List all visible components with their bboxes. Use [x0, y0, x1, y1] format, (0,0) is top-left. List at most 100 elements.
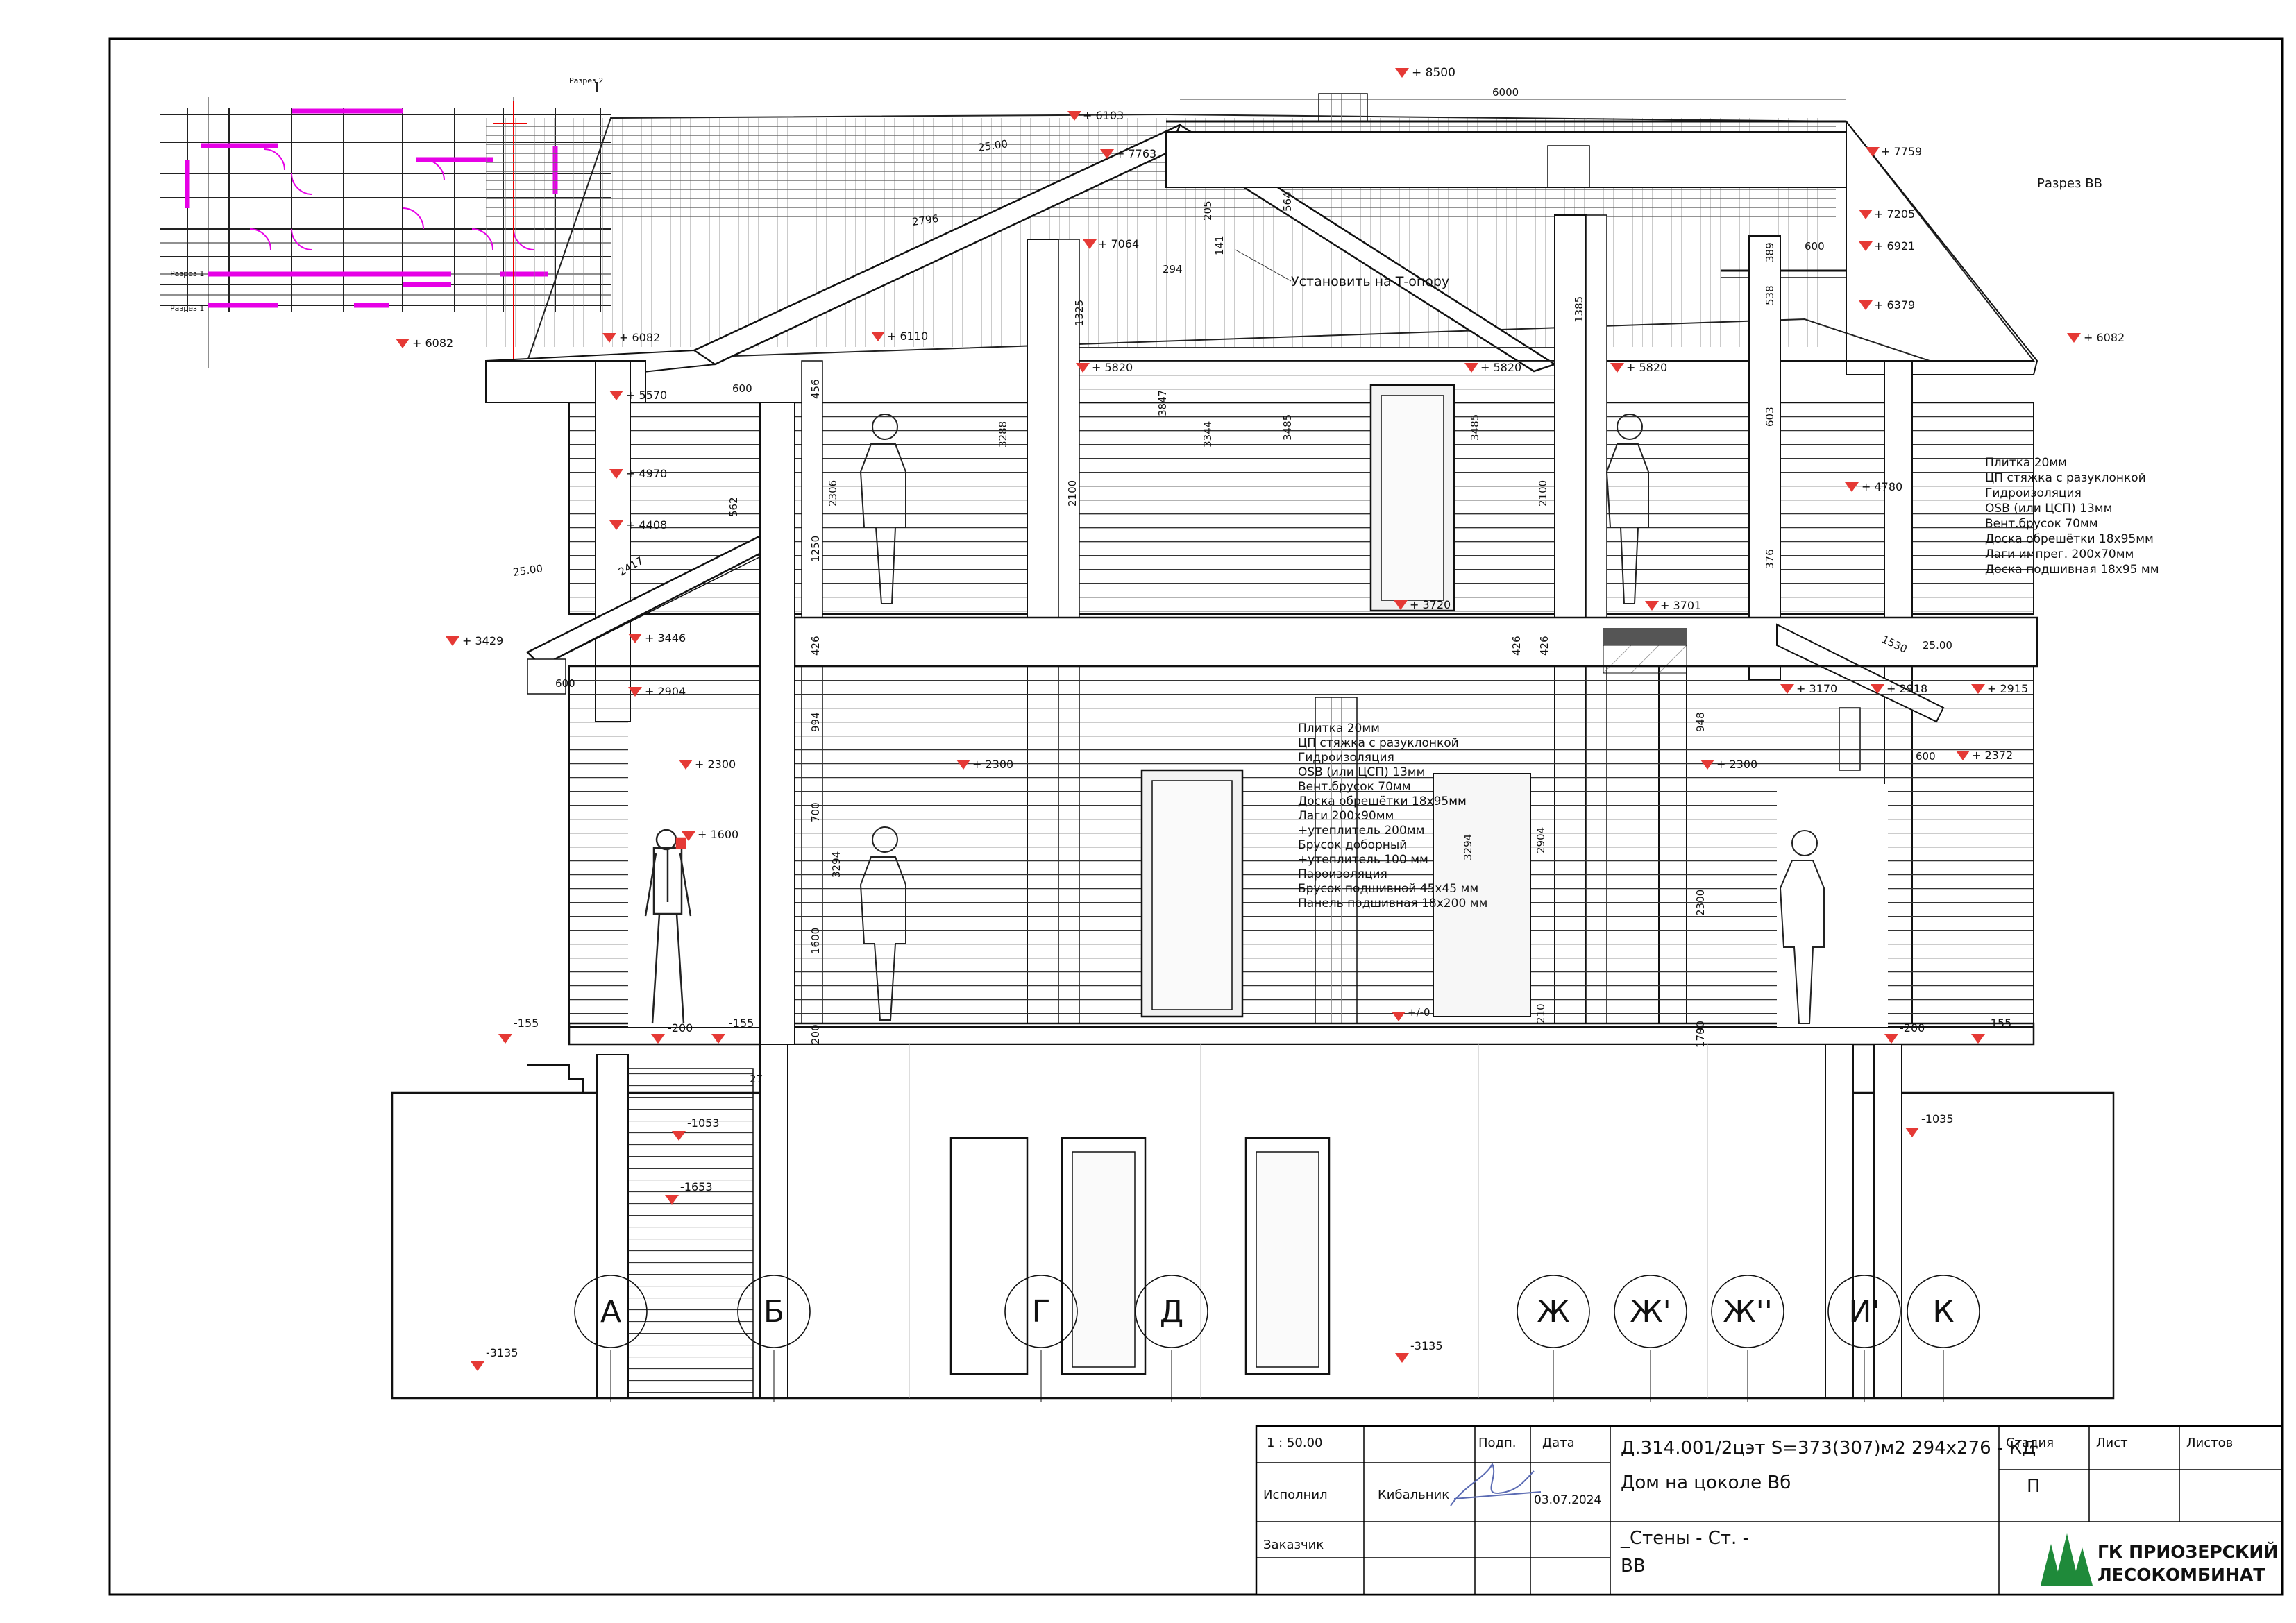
level-zero: +/-0	[1392, 1006, 1430, 1021]
tb-col-sheets: Листов	[2186, 1436, 2233, 1450]
svg-text:-1653: -1653	[680, 1180, 713, 1193]
dim-2796: 2796	[911, 212, 939, 228]
svg-text:+ 6110: + 6110	[887, 330, 928, 343]
svg-text:А: А	[600, 1294, 621, 1329]
layer-note-line: Гидроизоляция	[1298, 751, 1394, 765]
level-6082-right: + 6082	[2067, 331, 2125, 344]
level-5570: + 5570	[609, 389, 667, 402]
level-4408: + 4408	[609, 518, 667, 532]
svg-text:+ 5820: + 5820	[1480, 361, 1521, 374]
svg-text:+ 6082: + 6082	[619, 331, 660, 344]
level-6110: + 6110	[871, 330, 928, 343]
svg-text:+ 1600: + 1600	[698, 828, 738, 841]
person-figure-3	[859, 826, 906, 1021]
axis-bubble-i1: И'	[1827, 1275, 1901, 1402]
layer-note-line: ЦП стяжка с разуклонкой	[1298, 736, 1459, 750]
axis-bubble-zh2: Ж''	[1711, 1275, 1784, 1402]
ground-floor	[568, 402, 2035, 1069]
dim-2100-left: 2100	[1066, 480, 1079, 507]
svg-text:+ 2915: + 2915	[1987, 682, 2028, 695]
svg-text:+ 5820: + 5820	[1626, 361, 1667, 374]
dim-389: 389	[1764, 242, 1776, 262]
level-6103: + 6103	[1067, 109, 1124, 122]
axis-bubble-g: Г	[1004, 1275, 1078, 1402]
level-5820-c: + 5820	[1610, 361, 1667, 374]
dim-994: 994	[809, 712, 822, 732]
svg-text:+ 6921: + 6921	[1874, 239, 1915, 253]
layer-note-line: Вент.брусок 70мм	[1298, 780, 1411, 794]
level-3720: + 3720	[1394, 598, 1451, 611]
layer-note-line: ЦП стяжка с разуклонкой	[1985, 471, 2146, 485]
svg-text:+ 3429: + 3429	[462, 634, 503, 647]
dim-3344: 3344	[1201, 421, 1214, 448]
tb-role-executor: Исполнил	[1263, 1488, 1328, 1502]
svg-text:+ 4970: + 4970	[626, 467, 667, 480]
layer-note-line: +утеплитель 200мм	[1298, 824, 1424, 838]
svg-text:+ 2904: + 2904	[645, 685, 686, 698]
layer-note-line: Брусок доборный	[1298, 838, 1407, 852]
level-2300-a: + 2300	[679, 758, 736, 771]
svg-text:+ 3446: + 3446	[645, 631, 686, 645]
layer-note-line: Лаги 200х90мм	[1298, 809, 1394, 823]
svg-text:+ 8500: + 8500	[1412, 66, 1455, 80]
dim-27: 27	[750, 1073, 763, 1085]
svg-text:Б: Б	[763, 1294, 784, 1329]
level-m155-right: -155	[1971, 1017, 2011, 1044]
svg-text:-155: -155	[514, 1017, 539, 1030]
dim-376: 376	[1764, 549, 1776, 569]
dim-600-right: 600	[1916, 750, 1936, 763]
level-1600: + 1600	[682, 828, 738, 841]
svg-text:+ 6082: + 6082	[2084, 331, 2125, 344]
level-4970: + 4970	[609, 467, 667, 480]
level-markers: + 8500 + 6103 + 7763 + 7759 + 7205 + 692…	[396, 66, 2125, 1371]
dim-600-left-top: 600	[732, 382, 752, 395]
dim-170: 170	[1694, 1028, 1707, 1048]
svg-text:-200: -200	[668, 1021, 693, 1035]
svg-text:+ 2300: + 2300	[695, 758, 736, 771]
tb-role-customer: Заказчик	[1263, 1538, 1324, 1552]
layer-note-line: Плитка 20мм	[1298, 722, 1380, 736]
svg-text:+ 3720: + 3720	[1410, 598, 1451, 611]
layer-note-line: Доска обрешётки 18х95мм	[1985, 532, 2154, 546]
title-block: 1 : 50.00 Подп. Дата Исполнил Кибальник …	[1255, 1425, 2284, 1596]
layer-note-line: OSB (или ЦСП) 13мм	[1298, 765, 1425, 779]
dim-6000: 6000	[1492, 86, 1519, 99]
level-6379: + 6379	[1859, 298, 1915, 312]
dim-2500-canopy-right: 25.00	[1923, 639, 1952, 652]
level-2372: + 2372	[1956, 749, 2013, 762]
dim-2300: 2300	[1694, 890, 1707, 916]
axis-bubble-d: Д	[1135, 1275, 1208, 1402]
dim-141: 141	[1213, 235, 1226, 255]
tree-icon	[2054, 1533, 2079, 1586]
svg-text:+ 2372: + 2372	[1972, 749, 2013, 762]
svg-text:Ж: Ж	[1537, 1294, 1569, 1329]
dim-2306: 2306	[827, 480, 839, 507]
tb-sheet-title-2: ВВ	[1621, 1556, 1646, 1577]
svg-text:+ 6082: + 6082	[412, 337, 453, 350]
svg-text:Ж'': Ж''	[1723, 1294, 1773, 1329]
tree-icon	[2072, 1547, 2093, 1586]
level-ridge: + 8500	[1395, 66, 1455, 80]
svg-text:-3135: -3135	[486, 1346, 518, 1359]
level-7205: + 7205	[1859, 207, 1915, 221]
svg-text:-155: -155	[729, 1017, 754, 1030]
dim-3294-right: 3294	[1462, 834, 1474, 860]
svg-text:+ 3701: + 3701	[1660, 599, 1701, 612]
tb-stage: П	[2027, 1476, 2041, 1497]
level-2904: + 2904	[628, 685, 686, 698]
dim-2500-roof: 25.00	[977, 137, 1008, 154]
level-m1653: -1653	[665, 1180, 713, 1205]
human-figures	[644, 414, 1825, 1024]
svg-text:Ж': Ж'	[1630, 1294, 1671, 1329]
dim-426-c: 426	[1538, 636, 1551, 656]
dim-200: 200	[809, 1024, 822, 1044]
roof	[485, 93, 2038, 403]
svg-text:+ 6103: + 6103	[1083, 109, 1124, 122]
dim-562: 562	[727, 497, 740, 517]
layer-note-line: Гидроизоляция	[1985, 486, 2082, 500]
svg-text:-1053: -1053	[687, 1116, 720, 1130]
section-label: Разрез ВВ	[2037, 176, 2102, 191]
svg-text:+/-0: +/-0	[1408, 1006, 1430, 1019]
level-m1053: -1053	[672, 1116, 720, 1141]
